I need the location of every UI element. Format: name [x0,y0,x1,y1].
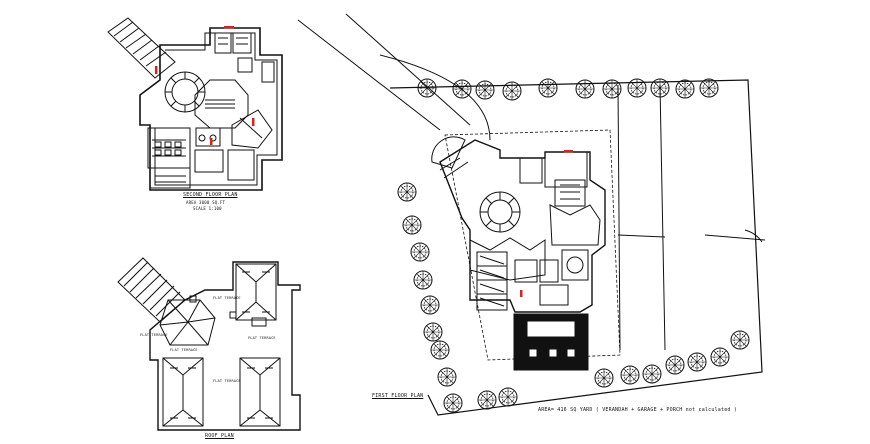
roof-terrace-label-3: FLAT TERRACE [248,336,276,340]
second-floor-plan-subtitle: AREA 3000 SQ.FT [186,200,226,205]
site-plan [297,13,766,416]
roof-terrace-label-2: FLAT TERRACE [140,333,168,337]
area-note: AREA= 416 SQ YARD ( VERANDAH + GARAGE + … [538,407,738,413]
second-floor-plan [107,17,283,191]
second-floor-plan-scale: SCALE 1:100 [193,206,222,211]
first-floor-door-markers [520,150,573,297]
second-floor-plan-title: SECOND FLOOR PLAN [183,192,238,198]
roof-terrace-label-1: FLAT TERRACE [213,296,241,300]
trees-left-column [397,182,463,413]
roof-terrace-label-4: FLAT TERRACE [170,348,198,352]
roof-terrace-label-5: FLAT TERRACE [213,379,241,383]
second-floor-door-markers [155,26,255,145]
first-floor-plan-title: FIRST FLOOR PLAN [372,393,424,399]
roof-plan [117,257,301,431]
roof-plan-title: ROOF PLAN [205,433,234,439]
